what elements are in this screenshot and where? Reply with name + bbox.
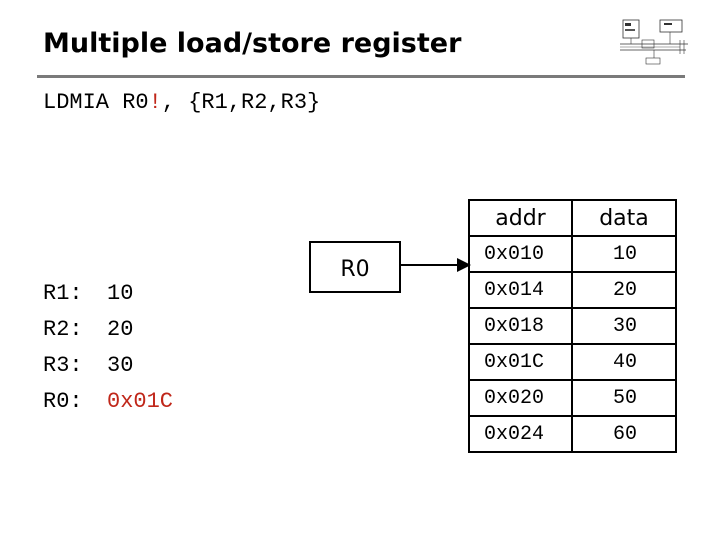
memory-value: 60 [571, 415, 677, 453]
memory-address: 0x010 [468, 235, 573, 273]
memory-address: 0x01C [468, 343, 573, 381]
pointer-arrow-icon [401, 258, 471, 272]
title-underline [37, 75, 685, 78]
slide-title: Multiple load/store register [43, 28, 462, 59]
table-row: 0x010 10 [468, 235, 677, 273]
instruction-line: LDMIA R0!, {R1,R2,R3} [43, 90, 320, 115]
memory-value: 30 [571, 307, 677, 345]
memory-value: 20 [571, 271, 677, 309]
register-row: R1: 10 [43, 275, 173, 311]
table-row: 0x024 60 [468, 415, 677, 453]
register-name: R0: [43, 388, 83, 414]
register-value: 20 [107, 316, 134, 342]
register-row: R3: 30 [43, 347, 173, 383]
memory-value: 50 [571, 379, 677, 417]
memory-address: 0x018 [468, 307, 573, 345]
register-value: 30 [107, 352, 134, 378]
table-row: 0x018 30 [468, 307, 677, 345]
register-row: R0: 0x01C [43, 383, 173, 419]
register-name: R3: [43, 352, 83, 378]
register-name: R2: [43, 316, 83, 342]
base-register-box: R0 [309, 241, 401, 293]
register-row: R2: 20 [43, 311, 173, 347]
cpu-architecture-diagram-icon [620, 19, 688, 65]
memory-address: 0x020 [468, 379, 573, 417]
memory-address: 0x014 [468, 271, 573, 309]
instruction-register-list: , {R1,R2,R3} [161, 90, 321, 115]
register-value-highlighted: 0x01C [107, 388, 174, 414]
instruction-mnemonic: LDMIA R0 [43, 90, 149, 115]
memory-table: addr data 0x010 10 0x014 20 0x018 30 0x0… [468, 199, 677, 453]
memory-value: 10 [571, 235, 677, 273]
column-header-data: data [571, 199, 677, 237]
writeback-marker: ! [148, 90, 162, 115]
register-list: R1: 10 R2: 20 R3: 30 R0: 0x01C [43, 275, 173, 419]
memory-address: 0x024 [468, 415, 573, 453]
register-value: 10 [107, 280, 134, 306]
column-header-addr: addr [468, 199, 573, 237]
memory-value: 40 [571, 343, 677, 381]
register-name: R1: [43, 280, 83, 306]
table-row: 0x020 50 [468, 379, 677, 417]
table-row: 0x01C 40 [468, 343, 677, 381]
table-row: 0x014 20 [468, 271, 677, 309]
memory-header-row: addr data [468, 199, 677, 237]
